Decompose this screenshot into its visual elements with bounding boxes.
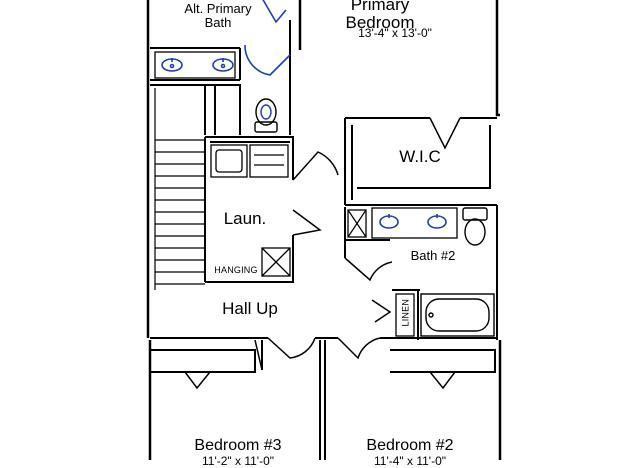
alt-bath-fixtures xyxy=(154,0,291,79)
door-swing-icon xyxy=(244,44,291,76)
door-swing-icon xyxy=(184,117,461,390)
bedroom2-label: Bedroom #2 xyxy=(366,437,454,454)
linen-closet xyxy=(395,293,415,337)
laundry-label: Laun. xyxy=(223,209,267,228)
primary-bedroom-dims: 13'-4" x 13'-0" xyxy=(358,26,432,40)
primary-bedroom-label: Primary Bedroom xyxy=(345,0,415,32)
wic-label: W.I.C xyxy=(399,147,441,166)
bedroom2-dims: 11'-4" x 11'-0" xyxy=(373,454,447,468)
bedroom3-label: Bedroom #3 xyxy=(194,437,282,454)
toilet-icon xyxy=(462,207,488,246)
toilet-icon xyxy=(254,98,278,133)
shower-icon xyxy=(261,247,291,277)
bathtub-icon xyxy=(420,293,495,337)
alt-primary-bath-label: Alt. Primary Bath xyxy=(184,1,252,30)
dryer-icon xyxy=(249,144,289,178)
hanging-label: HANGING xyxy=(214,265,258,275)
interior-walls xyxy=(149,20,498,460)
bath2-label: Bath #2 xyxy=(410,248,456,263)
hall-label: Hall Up xyxy=(222,299,278,318)
bath2-fixtures xyxy=(347,207,458,239)
linen-label: LINEN xyxy=(400,298,411,327)
washer-icon xyxy=(210,144,248,178)
bedroom3-dims: 11'-2" x 11'-0" xyxy=(201,454,275,468)
stairs-icon xyxy=(154,88,205,290)
